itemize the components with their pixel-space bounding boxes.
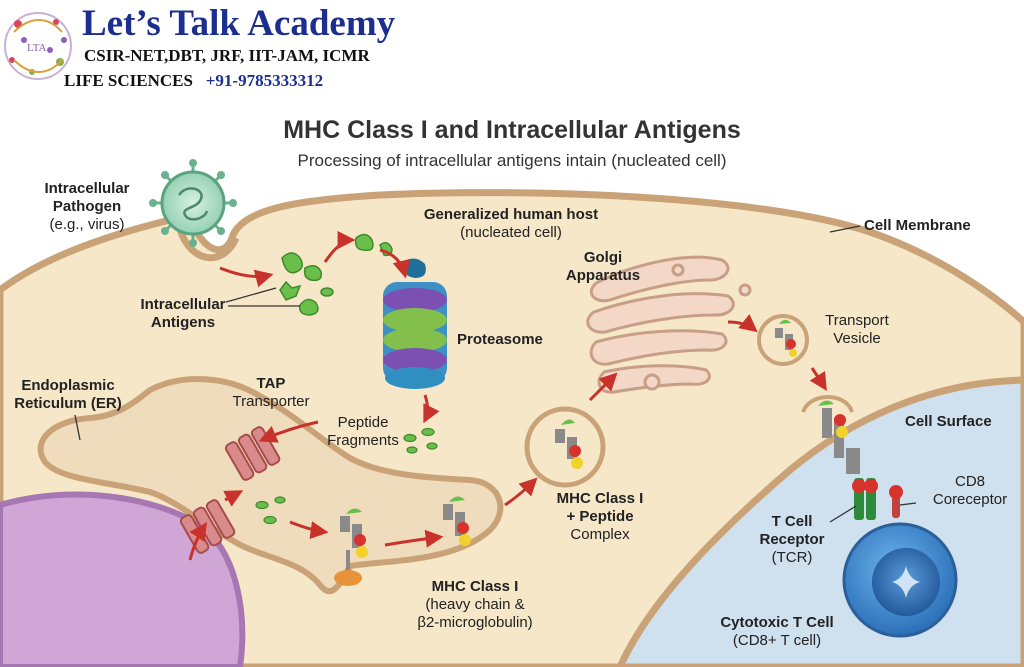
brand-logo-icon: LTA (4, 12, 72, 80)
label-complex-line2: + Peptide (566, 508, 634, 525)
label-peptide-fragments: Peptide Fragments (318, 414, 408, 450)
label-pathogen-line2: Pathogen (52, 198, 122, 215)
label-mhc-line3: β2-microglobulin) (417, 614, 533, 631)
leader-lines (74, 225, 917, 523)
label-golgi: Golgi Apparatus (548, 249, 658, 285)
label-cd8-line1: CD8 (954, 473, 985, 490)
label-complex-line1: MHC Class I (556, 490, 644, 507)
label-er-line1: Endoplasmic (21, 377, 115, 394)
label-complex-line3: Complex (570, 526, 630, 543)
brand-exams: CSIR-NET,DBT, JRF, IIT-JAM, ICMR (84, 46, 370, 65)
diagram-subtitle: Processing of intracellular antigens int… (297, 151, 727, 170)
label-tcr: T Cell Receptor (TCR) (744, 513, 840, 567)
label-antigens-line2: Antigens (150, 314, 216, 331)
brand-subject: LIFE SCIENCES (64, 71, 193, 90)
label-mhc-line2: (heavy chain & (425, 596, 525, 613)
surface-complex (801, 395, 860, 474)
intracellular-antigens (279, 233, 393, 316)
label-tcell-line1: Cytotoxic T Cell (720, 614, 834, 631)
label-tap: TAP Transporter (216, 375, 326, 411)
label-tap-line2: Transporter (232, 393, 310, 410)
t-cell-icon (842, 522, 958, 638)
label-peptide-line1: Peptide (337, 414, 389, 431)
mhc-molecule-icon (334, 496, 471, 586)
mhc-peptide-vesicle (524, 406, 606, 488)
label-host-line2: (nucleated cell) (460, 224, 562, 241)
brand-contact: LIFE SCIENCES +91-9785333312 (64, 71, 323, 91)
label-vesicle-line2: Vesicle (833, 330, 881, 347)
label-tap-line1: TAP (256, 375, 286, 392)
label-peptide-line2: Fragments (327, 432, 399, 449)
label-membrane-text: Cell Membrane (864, 217, 971, 234)
process-arrows (188, 231, 827, 561)
label-proteasome: Proteasome (457, 331, 543, 349)
label-mhc-peptide-complex: MHC Class I + Peptide Complex (540, 490, 660, 544)
label-tcell-line2: (CD8+ T cell) (732, 632, 822, 649)
label-golgi-line1: Golgi (583, 249, 623, 266)
label-transport-vesicle: Transport Vesicle (812, 312, 902, 348)
logo-text: LTA (27, 42, 47, 54)
label-host-line1: Generalized human host (423, 206, 599, 223)
label-cd8-line2: Coreceptor (932, 491, 1008, 508)
label-vesicle-line1: Transport (825, 312, 889, 329)
label-mhc-line1: MHC Class I (431, 578, 519, 595)
tcr-icon (852, 478, 878, 520)
label-cytotoxic-t-cell: Cytotoxic T Cell (CD8+ T cell) (702, 614, 852, 650)
label-membrane: Cell Membrane (864, 217, 971, 235)
label-mhc-class-i: MHC Class I (heavy chain & β2-microglobu… (390, 578, 560, 632)
golgi-icon (586, 255, 752, 394)
brand-title: Let’s Talk Academy (82, 3, 396, 44)
label-host: Generalized human host (nucleated cell) (396, 206, 626, 242)
cd8-icon (889, 485, 903, 518)
label-golgi-line2: Apparatus (565, 267, 641, 284)
label-cell-surface: Cell Surface (905, 413, 992, 431)
virus-icon (149, 159, 237, 247)
brand-phone: +91-9785333312 (205, 71, 324, 90)
label-er: Endoplasmic Reticulum (ER) (4, 377, 132, 413)
label-pathogen-line1: Intracellular (44, 180, 130, 197)
pathogen-pit (174, 221, 240, 262)
label-tcr-line1: T Cell (771, 513, 813, 530)
label-antigens: Intracellular Antigens (128, 296, 238, 332)
transport-vesicle (757, 314, 809, 366)
label-cell-surface-text: Cell Surface (905, 413, 992, 430)
label-antigens-line1: Intracellular (140, 296, 226, 313)
diagram-title: MHC Class I and Intracellular Antigens (283, 116, 741, 144)
label-pathogen-line3: (e.g., virus) (49, 216, 125, 233)
label-tcr-line2: Receptor (759, 531, 825, 548)
label-pathogen: Intracellular Pathogen (e.g., virus) (28, 180, 146, 234)
label-tcr-line3: (TCR) (771, 549, 813, 566)
proteasome-icon (383, 258, 447, 389)
peptide-fragments (255, 427, 438, 525)
label-cd8: CD8 Coreceptor (918, 473, 1022, 509)
label-proteasome-text: Proteasome (457, 331, 543, 348)
label-er-line2: Reticulum (ER) (14, 395, 122, 412)
